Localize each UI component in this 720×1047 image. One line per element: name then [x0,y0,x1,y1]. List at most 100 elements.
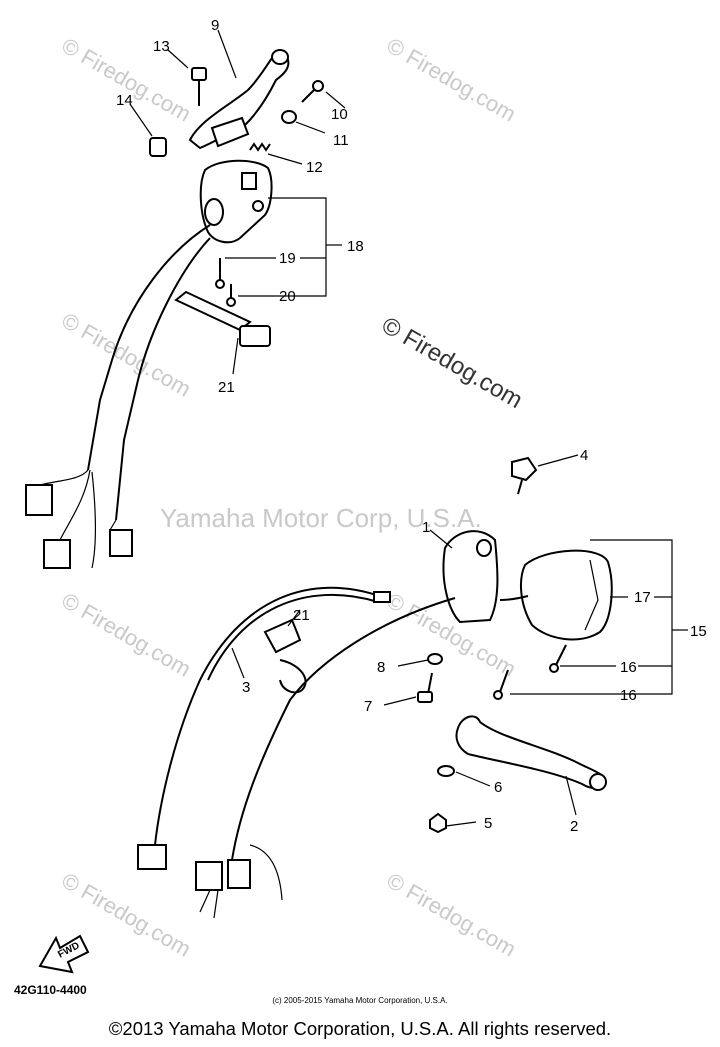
housing-screw-head [215,279,225,289]
switch-screw-head [493,690,503,700]
callout-1: 1 [422,519,430,536]
leader-bracket-18 [238,197,327,297]
callout-2: 2 [570,818,578,835]
callout-5: 5 [484,815,492,832]
leader-bracket-15 [510,539,673,695]
switch-button [241,172,257,190]
mirror-bolt [511,456,538,482]
lever-tip [271,49,289,65]
watermark-firedog: © Firedog.com [383,868,521,962]
housing-screw-head [226,297,236,307]
left-switch-assembly [25,49,324,569]
watermark-firedog: © Firedog.com [58,588,196,682]
callout-12: 12 [306,159,323,176]
cable-band-lock [239,325,271,347]
leader-line [167,49,189,69]
watermark-center: Yamaha Motor Corp, U.S.A. [160,503,482,533]
leader-line [383,696,417,706]
callout-13: 13 [153,38,170,55]
cable-clamp [263,618,302,654]
harness-lead [91,471,97,569]
harness-wire [115,237,211,521]
leader-lines [129,29,688,827]
callout-3: 3 [242,679,250,696]
callout-8: 8 [377,659,385,676]
right-switch-housing [520,549,613,641]
washer-6 [437,765,455,777]
callout-17: 17 [634,589,651,606]
leader-line [217,29,237,79]
nut-5 [429,812,447,834]
throttle-cable [154,586,386,846]
source-credit: (c) 2005-2015 Yamaha Motor Corporation, … [272,996,448,1005]
switch-knob [252,200,264,212]
lever-pivot [210,116,250,148]
pivot-screw-shaft [301,89,315,103]
lever-bolt-7-head [417,691,433,703]
fwd-arrow-icon [38,934,90,974]
bracket-bore [476,539,492,557]
leader-line [267,153,303,165]
leader-line [455,771,491,787]
callout-18: 18 [347,238,364,255]
harness-connector [43,539,71,569]
watermark-layer: Yamaha Motor Corp, U.S.A. © Firedog.com … [58,33,528,962]
throttle-cable [207,593,379,681]
callout-10: 10 [331,106,348,123]
harness-lead [59,469,91,541]
copyright-notice: ©2013 Yamaha Motor Corporation, U.S.A. A… [108,1018,612,1039]
leader-line [295,121,326,134]
diagram-part-number: 42G110-4400 [14,983,87,997]
switch-lead [213,889,219,919]
leader-line [537,454,579,467]
callout-14: 14 [116,92,133,109]
leader-line [129,103,153,137]
callout-21: 21 [293,607,310,624]
cable-connector [137,844,167,870]
leader-line [325,91,346,109]
brake-lever-tip [589,773,607,791]
callout-7: 7 [364,698,372,715]
leader-line [565,775,577,816]
brake-lever [455,715,608,790]
switch-screw [499,669,509,693]
housing-clamp [204,198,224,226]
lever-nut-8 [427,653,443,665]
right-switch-detail [584,559,599,631]
leader-line [429,529,453,549]
callout-21: 21 [218,379,235,396]
switch-harness [231,597,456,861]
callout-6: 6 [494,779,502,796]
leader-line [231,647,245,679]
fwd-arrow: FWD [38,934,90,974]
harness-lead [109,519,117,531]
cable-end [373,591,391,603]
lever-nut [149,137,167,157]
leader-line [287,609,301,627]
callout-15: 15 [690,623,707,640]
switch-connector [227,859,251,889]
leader-line [445,821,477,827]
switch-lead [199,889,211,913]
callout-16: 16 [620,687,637,704]
callout-4: 4 [580,447,588,464]
switch-screw [555,644,567,666]
cable-band [174,290,252,332]
cable-clamp-loop [279,659,307,694]
lever-bolt-7 [427,672,433,695]
harness-wire [87,224,211,471]
right-switch-assembly [137,456,613,919]
leader-line [397,659,429,667]
lever-bolt [191,67,207,81]
mirror-bolt-shaft [517,479,523,495]
switch-lead [249,844,283,901]
pivot-nut [281,110,297,124]
switch-connector [195,861,223,891]
switch-screw-head [549,663,559,673]
watermark-firedog: © Firedog.com [383,33,521,127]
watermark-firedog: © Firedog.com [58,33,196,127]
lever-spring [249,142,271,152]
callout-labels: 9 13 14 10 11 12 18 19 20 21 4 1 17 15 2… [116,17,707,835]
harness-lead [39,469,89,486]
